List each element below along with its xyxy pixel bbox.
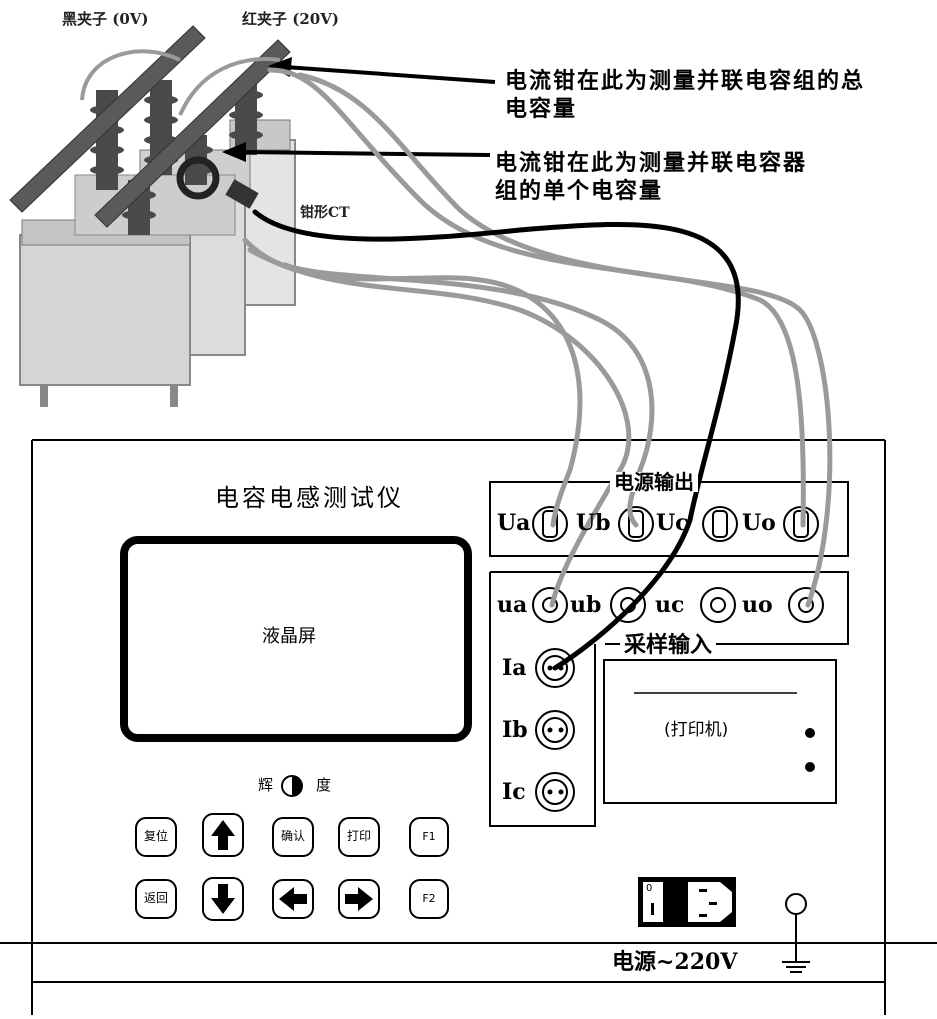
- brightness-knob-icon[interactable]: [281, 775, 303, 797]
- black-clamp-label: 黑夹子 (0V): [62, 10, 149, 28]
- sampling-input-panel-left: [489, 572, 596, 827]
- terminal-ub-sample[interactable]: [610, 587, 646, 623]
- button-row-1: [135, 813, 449, 857]
- power-switch[interactable]: [638, 877, 736, 927]
- total-capacitance-line2: 电容量: [505, 96, 578, 122]
- port-label-uo: Uo: [742, 510, 776, 536]
- sampling-input-panel-top: [490, 571, 849, 645]
- arrow-left-icon: [279, 887, 307, 911]
- arrow-total-line: [284, 65, 496, 84]
- capacitor-bank: [9, 25, 296, 407]
- port-label-ua: Ua: [497, 510, 531, 536]
- terminal-uc[interactable]: [702, 506, 738, 542]
- clamp-ct-handle: [225, 179, 259, 209]
- test-wires: [242, 67, 833, 671]
- power-label: 电源~220V: [612, 949, 738, 975]
- arrow-single-head: [222, 142, 246, 162]
- terminal-ic[interactable]: [535, 772, 575, 812]
- reset-button[interactable]: [135, 817, 177, 857]
- f1-button[interactable]: [409, 817, 449, 857]
- port-label-ib: Ib: [502, 717, 528, 743]
- device-title: 电容电感测试仪: [215, 484, 404, 512]
- port-label-uc-sample: uc: [655, 592, 685, 618]
- print-button-label: 打印: [346, 829, 371, 843]
- power-output-title: 电源输出: [610, 472, 698, 492]
- red-clip-loop: [178, 57, 281, 116]
- current-sample-terminals: [535, 648, 575, 812]
- back-button[interactable]: [135, 879, 177, 919]
- clamp-ct-label: 钳形CT: [300, 205, 350, 221]
- port-label-ic: Ic: [502, 779, 526, 805]
- lcd-screen: [120, 536, 472, 742]
- f1-button-label: F1: [422, 830, 436, 843]
- button-row-2: [135, 877, 449, 921]
- back-button-label: 返回: [143, 891, 168, 905]
- port-label-ia: Ia: [502, 655, 527, 681]
- printer-label: (打印机): [664, 720, 729, 740]
- port-label-uo-sample: uo: [742, 592, 773, 618]
- bus-bar-left: [9, 25, 206, 213]
- clamp-ct-ring: [176, 156, 220, 200]
- confirm-button[interactable]: [272, 817, 314, 857]
- port-label-ua-sample: ua: [497, 592, 528, 618]
- terminal-uc-sample[interactable]: [700, 587, 736, 623]
- bus-bar-right: [94, 39, 291, 228]
- total-capacitance-line1: 电流钳在此为测量并联电容组的总: [505, 68, 866, 94]
- port-label-uc: Uc: [656, 510, 689, 536]
- sampling-input-title: 采样输入: [620, 634, 717, 656]
- print-button[interactable]: [338, 817, 380, 857]
- single-capacitance-line1: 电流钳在此为测量并联电容器: [495, 150, 808, 176]
- tester-device: [0, 439, 937, 1015]
- arrow-right-icon: [345, 887, 373, 911]
- switch-label: 0: [646, 883, 653, 894]
- wire-ua-sample: [247, 247, 632, 608]
- confirm-button-label: 确认: [280, 829, 305, 843]
- terminal-ua[interactable]: [532, 506, 568, 542]
- arrow-down-icon: [211, 884, 235, 914]
- ground-icon: [782, 893, 810, 973]
- arrow-up-icon: [211, 820, 235, 850]
- switch-mark: [651, 903, 654, 915]
- f2-button-label: F2: [422, 892, 436, 905]
- voltage-sample-terminals: [532, 587, 824, 623]
- wire-ct-ia: [252, 209, 741, 671]
- single-capacitance-line2: 组的单个电容量: [495, 178, 664, 204]
- printer-indicator-2: [805, 762, 815, 772]
- printer: [603, 659, 837, 804]
- wire-uo-sample: [297, 72, 833, 608]
- port-label-ub-sample: ub: [570, 592, 602, 618]
- arrow-single-line: [239, 150, 491, 157]
- f2-button[interactable]: [409, 879, 449, 919]
- brightness-label-left: 辉: [258, 776, 274, 794]
- brightness-label-right: 度: [316, 776, 332, 794]
- power-output-panel: [489, 481, 849, 557]
- reset-button-label: 复位: [143, 829, 168, 843]
- terminal-ib[interactable]: [535, 710, 575, 750]
- black-clip-loop: [80, 49, 181, 101]
- power-output-terminals: [532, 506, 819, 542]
- red-clamp-label: 红夹子 (20V): [242, 10, 339, 28]
- printer-indicator-1: [805, 728, 815, 738]
- lcd-label: 液晶屏: [262, 626, 316, 647]
- port-label-ub: Ub: [576, 510, 611, 536]
